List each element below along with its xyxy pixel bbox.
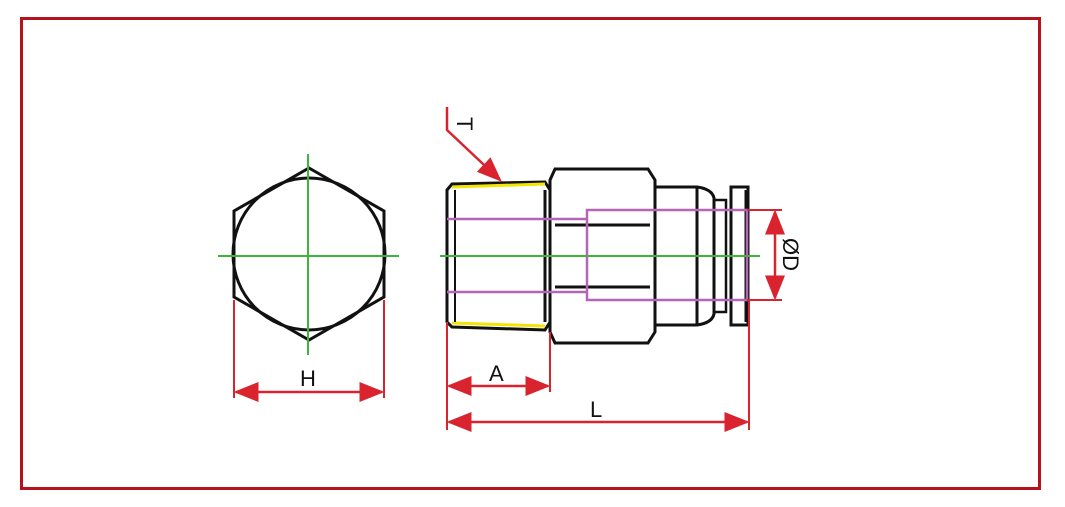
label-h: H bbox=[300, 366, 316, 391]
label-od: ØD bbox=[778, 238, 803, 271]
thread-line-top bbox=[451, 182, 546, 189]
label-l: L bbox=[590, 397, 602, 422]
dimension-l: L bbox=[446, 300, 750, 432]
dimension-h: H bbox=[233, 300, 385, 402]
thread-line-bottom bbox=[451, 321, 546, 328]
fitting-side-view bbox=[440, 167, 760, 345]
dimension-a: A bbox=[446, 322, 551, 430]
hex-end-view bbox=[218, 154, 399, 355]
label-t: T bbox=[452, 117, 477, 130]
label-a: A bbox=[489, 361, 504, 386]
drawing-frame bbox=[20, 17, 1041, 490]
thread-callout: T bbox=[445, 107, 502, 182]
dimension-od: ØD bbox=[747, 209, 803, 301]
